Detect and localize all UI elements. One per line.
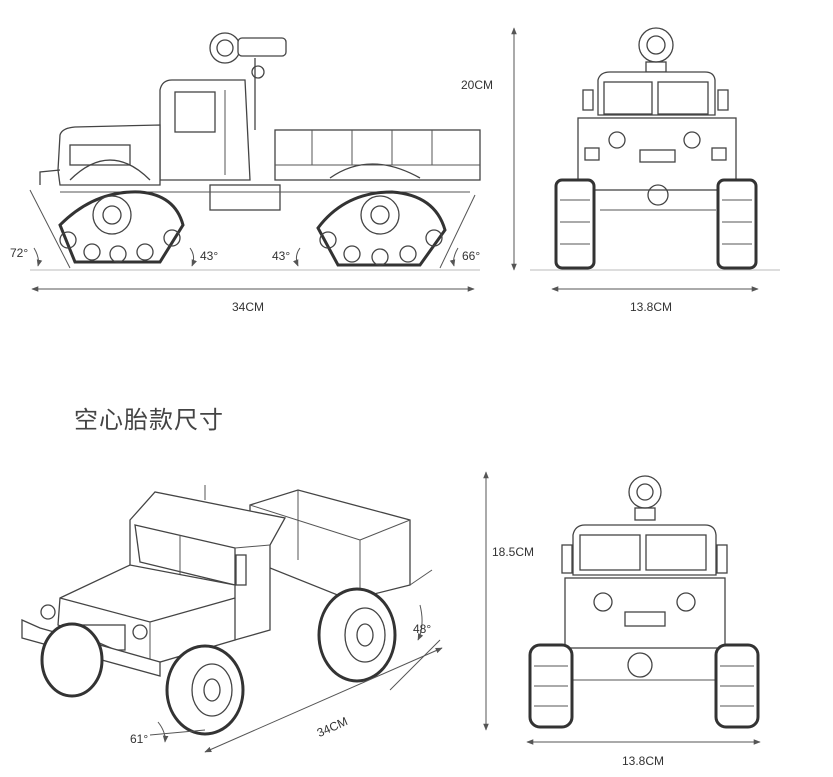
- angle-front-left: 72°: [10, 246, 28, 260]
- angle-front-track: 43°: [200, 249, 218, 263]
- front-track: [58, 190, 185, 264]
- side-length-label: 34CM: [232, 300, 264, 314]
- angle-rear-right: 66°: [462, 249, 480, 263]
- side-view-tracked-truck: 72° 43° 43° 66° 34CM 20CM: [10, 27, 517, 314]
- rear-wheel-iso: [317, 587, 397, 683]
- iso-angle-front: 61°: [130, 732, 148, 746]
- iso-angle-rear: 48°: [413, 622, 431, 636]
- front-view-wheeled-truck: 18.5CM 13.8CM: [483, 471, 761, 768]
- front-width-label-top: 13.8CM: [630, 300, 672, 314]
- section-heading: 空心胎款尺寸: [74, 406, 224, 434]
- front-view-tracked-truck: 13.8CM: [530, 27, 780, 314]
- front-width-label-bottom: 13.8CM: [622, 754, 664, 768]
- iso-view-wheeled-truck: 61° 48° 34CM: [21, 485, 443, 753]
- iso-length-label: 34CM: [315, 714, 350, 740]
- angle-rear-track: 43°: [272, 249, 290, 263]
- rear-track: [316, 190, 447, 267]
- camera-turret-side: [209, 32, 287, 130]
- front-height-label-bottom: 18.5CM: [492, 545, 534, 559]
- side-height-label: 20CM: [461, 78, 493, 92]
